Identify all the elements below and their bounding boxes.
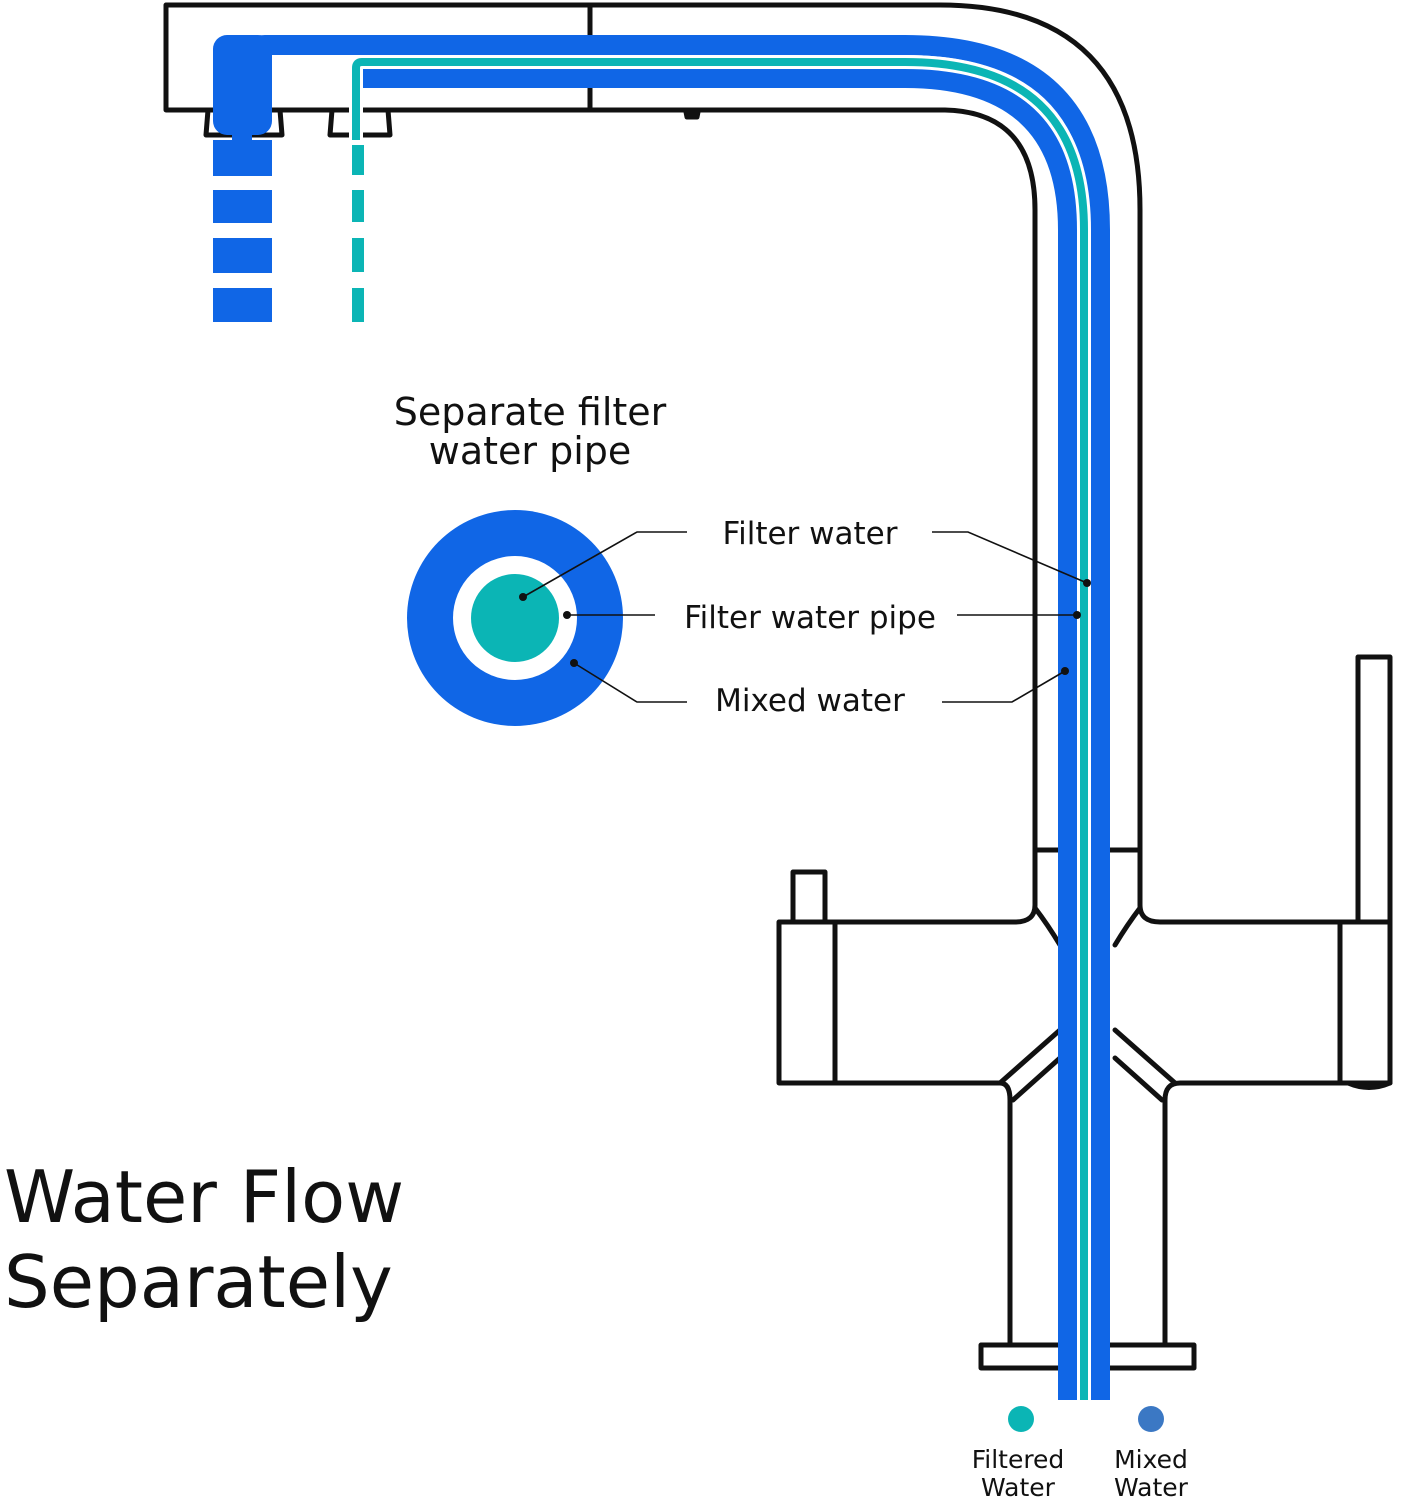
section-title-line1: Separate filter: [394, 390, 667, 434]
legend-mixed-line2: Water: [1114, 1473, 1189, 1500]
pipe-cross-section: [407, 510, 623, 726]
legend-filtered-line1: Filtered: [972, 1445, 1065, 1474]
left-handle-lever: [790, 869, 828, 925]
spout-outer-edge: [587, 2, 1143, 853]
legend: Filtered Water Mixed Water: [972, 1406, 1189, 1500]
legend-filtered-swatch: [1008, 1406, 1034, 1432]
legend-filtered-line2: Water: [981, 1473, 1056, 1500]
mixed-outlet-block: [213, 35, 272, 135]
leader-dots: [519, 579, 1091, 675]
callout-filter-water-pipe: Filter water pipe: [684, 600, 936, 636]
joint-lines: [997, 905, 1178, 1103]
filtered-water-channel: [352, 58, 1088, 1400]
spout-head: [163, 2, 593, 113]
spout-inner-edge: [587, 107, 1038, 853]
callout-mixed-water: Mixed water: [715, 683, 905, 719]
filter-pipe-wall: [349, 55, 1091, 1400]
legend-mixed-swatch: [1138, 1406, 1164, 1432]
right-handle-lever: [1355, 654, 1393, 925]
section-title-line2: water pipe: [429, 429, 632, 473]
mixed-water-outflow: [213, 140, 272, 322]
right-handle-body: [1337, 919, 1393, 1086]
filtered-water-core: [471, 574, 559, 662]
aerator-mark: [683, 109, 701, 120]
leader-lines: [522, 531, 1088, 703]
mixed-water-channel-inner: [356, 68, 1078, 1400]
legend-mixed-line1: Mixed: [1114, 1445, 1188, 1474]
right-handle-cap: [1345, 1080, 1393, 1090]
water-channels: [213, 35, 1110, 1400]
callout-filter-water: Filter water: [723, 516, 898, 552]
left-handle-body: [776, 919, 838, 1086]
filtered-water-outflow: [352, 145, 364, 322]
headline-line1: Water Flow: [4, 1155, 404, 1239]
faucet-outline: [163, 2, 1393, 1371]
headline-line2: Separately: [4, 1240, 393, 1324]
